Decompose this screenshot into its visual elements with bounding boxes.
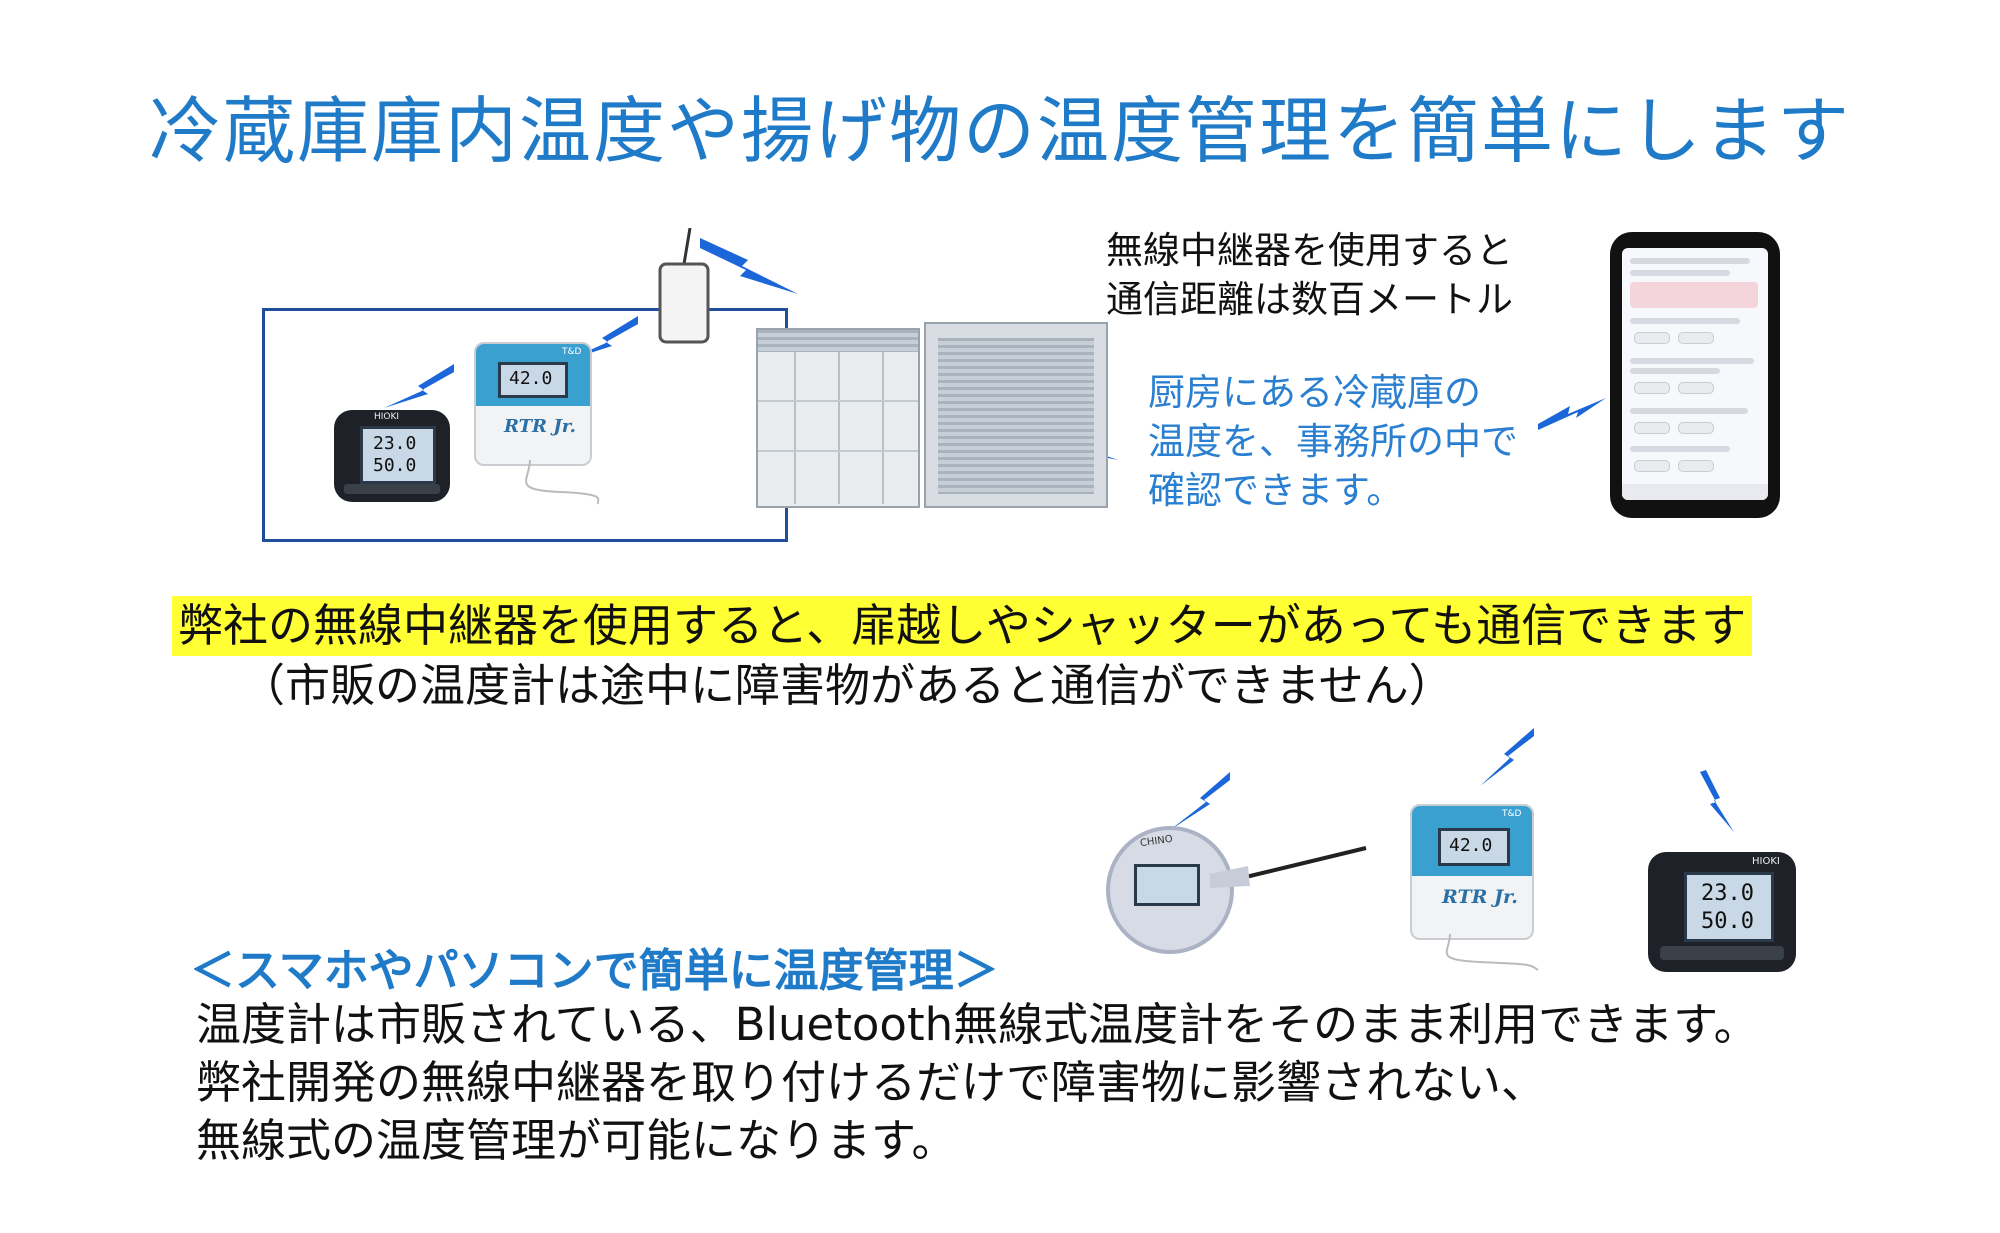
hioki-button-strip xyxy=(344,484,440,494)
tandd-product-label-bottom: RTR Jr. xyxy=(1442,886,1518,908)
tandd-product-label: RTR Jr. xyxy=(504,416,576,437)
page-title: 冷蔵庫庫内温度や揚げ物の温度管理を簡単にします xyxy=(148,89,1851,173)
kitchen-note-line1: 厨房にある冷蔵庫の xyxy=(1148,371,1481,414)
tandd-brand-bottom: T&D xyxy=(1502,809,1522,819)
hioki-lcd: 23.0 50.0 xyxy=(360,426,436,484)
wireless-signal-icon xyxy=(384,364,454,408)
wireless-signal-icon xyxy=(1480,728,1534,786)
chino-probe-thermometer: CHINO xyxy=(1106,826,1234,954)
hioki-brand-bottom: HIOKI xyxy=(1752,856,1780,867)
hioki-temp-reading-bottom: 23.0 xyxy=(1701,881,1754,906)
section-heading: ＜スマホやパソコンで簡単に温度管理＞ xyxy=(190,944,999,997)
cabinet-shutter xyxy=(938,338,1094,494)
phone-screen xyxy=(1622,248,1768,500)
glass-cabinet xyxy=(756,328,920,508)
smartphone xyxy=(1610,232,1780,518)
body-line-1: 温度計は市販されている、Bluetooth無線式温度計をそのまま利用できます。 xyxy=(196,998,1759,1051)
wireless-signal-icon xyxy=(1538,398,1606,430)
kitchen-note-line2: 温度を、事務所の中で xyxy=(1148,420,1518,463)
tandd-logger-device-bottom: T&D 42.0 RTR Jr. xyxy=(1410,804,1534,940)
chino-brand: CHINO xyxy=(1139,833,1174,850)
tandd-lcd-bottom: 42.0 xyxy=(1438,828,1510,866)
probe-rod xyxy=(1210,846,1367,888)
cabinet-top-shutter xyxy=(758,330,918,352)
hioki-logger-device: HIOKI 23.0 50.0 xyxy=(334,410,450,502)
wireless-signal-icon xyxy=(1170,772,1230,830)
phone-bottom-bar xyxy=(1622,484,1768,500)
sub-statement: （市販の温度計は途中に障害物があると通信ができません） xyxy=(240,659,1454,712)
hioki-temp-reading: 23.0 xyxy=(373,433,417,454)
tandd-brand: T&D xyxy=(562,347,582,357)
tandd-reading: 42.0 xyxy=(509,368,553,389)
phone-banner-image xyxy=(1630,282,1758,308)
body-line-2: 弊社開発の無線中継器を取り付けるだけで障害物に影響されない、 xyxy=(196,1056,1547,1109)
body-line-3: 無線式の温度管理が可能になります。 xyxy=(196,1114,957,1167)
chino-lcd xyxy=(1134,864,1200,906)
highlight-statement: 弊社の無線中継器を使用すると、扉越しやシャッターがあっても通信できます xyxy=(172,596,1753,656)
tandd-reading-bottom: 42.0 xyxy=(1449,835,1493,856)
relay-unit-icon xyxy=(658,228,710,344)
hioki-logger-device-bottom: HIOKI 23.0 50.0 xyxy=(1648,852,1796,972)
wireless-signal-icon xyxy=(568,316,638,360)
shutter-cabinet xyxy=(924,322,1108,508)
wireless-signal-icon xyxy=(1700,770,1734,832)
tandd-logger-device: T&D 42.0 RTR Jr. xyxy=(474,342,592,466)
relay-note-line2: 通信距離は数百メートル xyxy=(1106,278,1513,321)
hioki-lcd-bottom: 23.0 50.0 xyxy=(1684,872,1774,942)
tandd-lcd: 42.0 xyxy=(498,362,568,398)
hioki-humidity-reading-bottom: 50.0 xyxy=(1701,909,1754,934)
sensor-cable xyxy=(525,460,600,505)
kitchen-note-line3: 確認できます。 xyxy=(1148,469,1404,512)
hioki-button-strip-bottom xyxy=(1660,946,1784,960)
wireless-signal-icon xyxy=(700,238,798,294)
hioki-humidity-reading: 50.0 xyxy=(373,455,417,476)
sensor-cable-bottom xyxy=(1445,934,1539,971)
hioki-brand: HIOKI xyxy=(374,412,400,422)
relay-note-line1: 無線中継器を使用すると xyxy=(1106,229,1513,272)
